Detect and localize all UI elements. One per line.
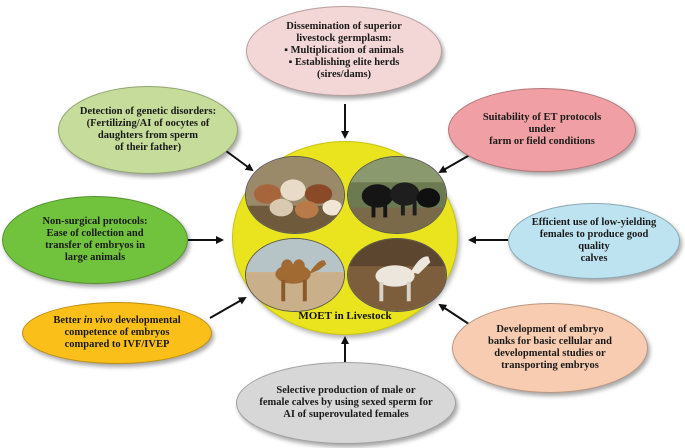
node-left: Non-surgical protocols: Ease of collecti… bbox=[2, 196, 188, 284]
node-top: Dissemination of superior livestock germ… bbox=[246, 6, 442, 96]
node-bottom-line: AI of superovulated females bbox=[283, 409, 409, 420]
node-bottom-line: Selective production of male or bbox=[276, 385, 416, 396]
node-left-line: transfer of embryos in bbox=[45, 240, 145, 251]
node-bottom-right-line: Development of embryo bbox=[496, 324, 604, 335]
node-right-line: calves bbox=[580, 253, 608, 264]
node-top-left-line: of their father) bbox=[114, 142, 182, 153]
node-left-line: large animals bbox=[64, 252, 126, 263]
node-bottom-left-text: developmental bbox=[112, 315, 181, 326]
node-top-left-line: (Fertilizing/AI of oocytes of bbox=[86, 118, 210, 129]
node-bottom-left-italic: in vivo bbox=[83, 315, 113, 326]
node-bottom-right-line: banks for basic cellular and bbox=[488, 336, 612, 347]
node-right-line: Efficient use of low-yielding bbox=[531, 217, 657, 228]
node-bottom-right: Development of embryo banks for basic ce… bbox=[452, 303, 648, 393]
photo-cattle-herd bbox=[245, 156, 345, 234]
photo-camel bbox=[245, 238, 345, 312]
node-left-line: Non-surgical protocols: bbox=[42, 216, 148, 227]
node-top-right-line: farm or field conditions bbox=[489, 136, 595, 147]
node-bottom-left: Better in vivo developmental competence … bbox=[22, 302, 212, 364]
node-bottom-line: female calves by using sexed sperm for bbox=[259, 397, 433, 408]
node-right-line: females to produce good quality bbox=[539, 229, 649, 252]
node-top-left-line: Detection of genetic disorders: bbox=[79, 106, 217, 117]
node-top-left-line: daughters from sperm bbox=[97, 130, 199, 141]
node-top-right-line: Suitability of ET protocols bbox=[482, 112, 602, 123]
center-label: MOET in Livestock bbox=[298, 310, 392, 322]
arrow-bottom-left bbox=[209, 297, 247, 319]
node-top-line: livestock germplasm: bbox=[296, 33, 392, 44]
node-bottom-right-line: transporting embryos bbox=[501, 360, 599, 371]
node-top-bullet: Establishing elite herds (sires/dams) bbox=[261, 57, 427, 81]
photo-white-horse bbox=[347, 238, 447, 312]
node-top-line: Dissemination of superior bbox=[286, 21, 402, 32]
node-top-bullet: Multiplication of animals bbox=[261, 45, 427, 57]
node-bottom-right-line: developmental studies or bbox=[494, 348, 606, 359]
node-bottom-left-line: Better in vivo developmental bbox=[53, 315, 180, 327]
node-top-left: Detection of genetic disorders: (Fertili… bbox=[58, 86, 238, 174]
node-left-line: Ease of collection and bbox=[46, 228, 144, 239]
node-bottom-left-line: competence of embryos bbox=[64, 327, 170, 338]
node-top-right: Suitability of ET protocols under farm o… bbox=[448, 88, 636, 172]
node-top-right-line: under bbox=[528, 124, 556, 135]
center-ellipse: MOET in Livestock bbox=[232, 141, 458, 335]
node-bottom-left-text: Better bbox=[53, 315, 84, 326]
photo-black-cattle bbox=[347, 156, 447, 234]
node-right: Efficient use of low-yielding females to… bbox=[508, 203, 680, 279]
node-bottom: Selective production of male or female c… bbox=[236, 362, 456, 444]
arrow-top-left bbox=[221, 147, 254, 172]
node-bottom-left-line: compared to IVF/IVEP bbox=[64, 339, 170, 350]
